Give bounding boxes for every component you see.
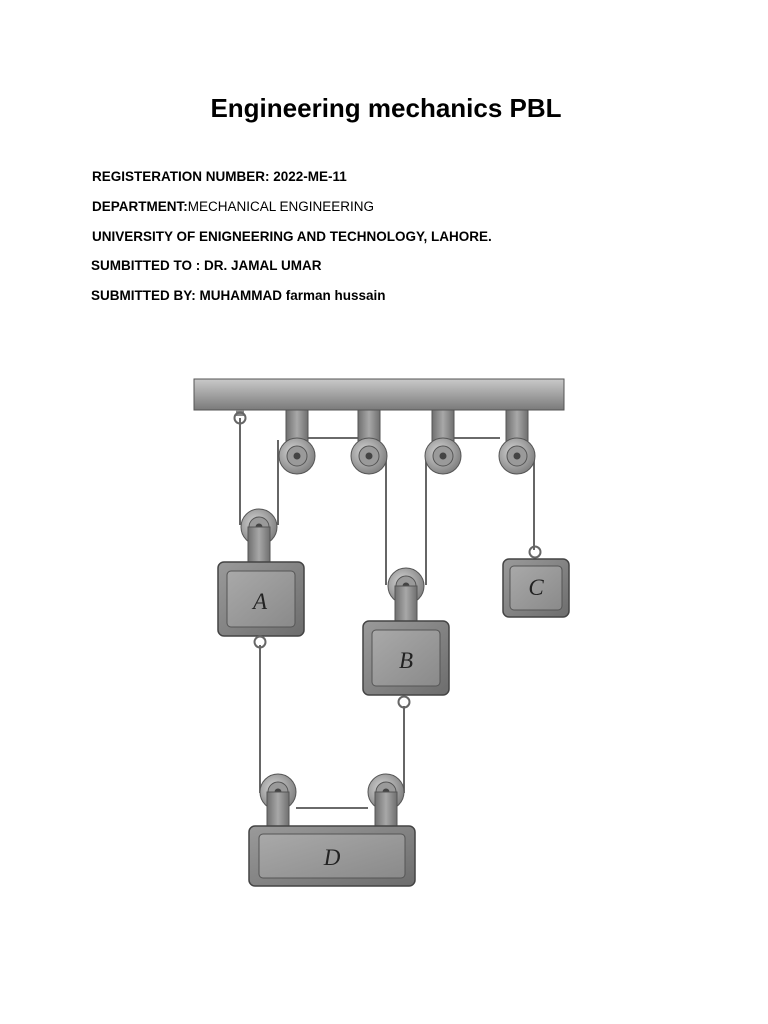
registration-number: REGISTERATION NUMBER: 2022-ME-11 — [92, 169, 347, 184]
ceiling-hook — [233, 410, 247, 425]
ceiling-pulleys — [278, 409, 536, 475]
ceiling-beam — [193, 378, 565, 411]
block-d-label: D — [323, 845, 341, 870]
block-b: B — [362, 567, 450, 709]
ceiling-pulley — [350, 409, 388, 475]
department-line: DEPARTMENT:MECHANICAL ENGINEERING — [92, 199, 374, 214]
block-c: C — [502, 545, 570, 618]
ceiling-pulley — [278, 409, 316, 475]
block-b-label: B — [399, 648, 413, 673]
department-value: MECHANICAL ENGINEERING — [187, 199, 375, 214]
block-a-label: A — [251, 589, 268, 614]
ceiling-pulley — [498, 409, 536, 475]
department-label: DEPARTMENT: — [92, 199, 188, 214]
university-line: UNIVERSITY OF ENIGNEERING AND TECHNOLOGY… — [92, 229, 492, 244]
ceiling-pulley — [424, 409, 462, 475]
submitted-to-line: SUMBITTED TO : DR. JAMAL UMAR — [91, 258, 322, 273]
document-title: Engineering mechanics PBL — [210, 93, 562, 123]
submitted-by-line: SUBMITTED BY: MUHAMMAD farman hussain — [91, 288, 386, 303]
block-d: D — [248, 773, 416, 887]
block-a: A — [217, 508, 305, 649]
block-c-label: C — [528, 575, 544, 600]
ropes — [239, 418, 535, 809]
